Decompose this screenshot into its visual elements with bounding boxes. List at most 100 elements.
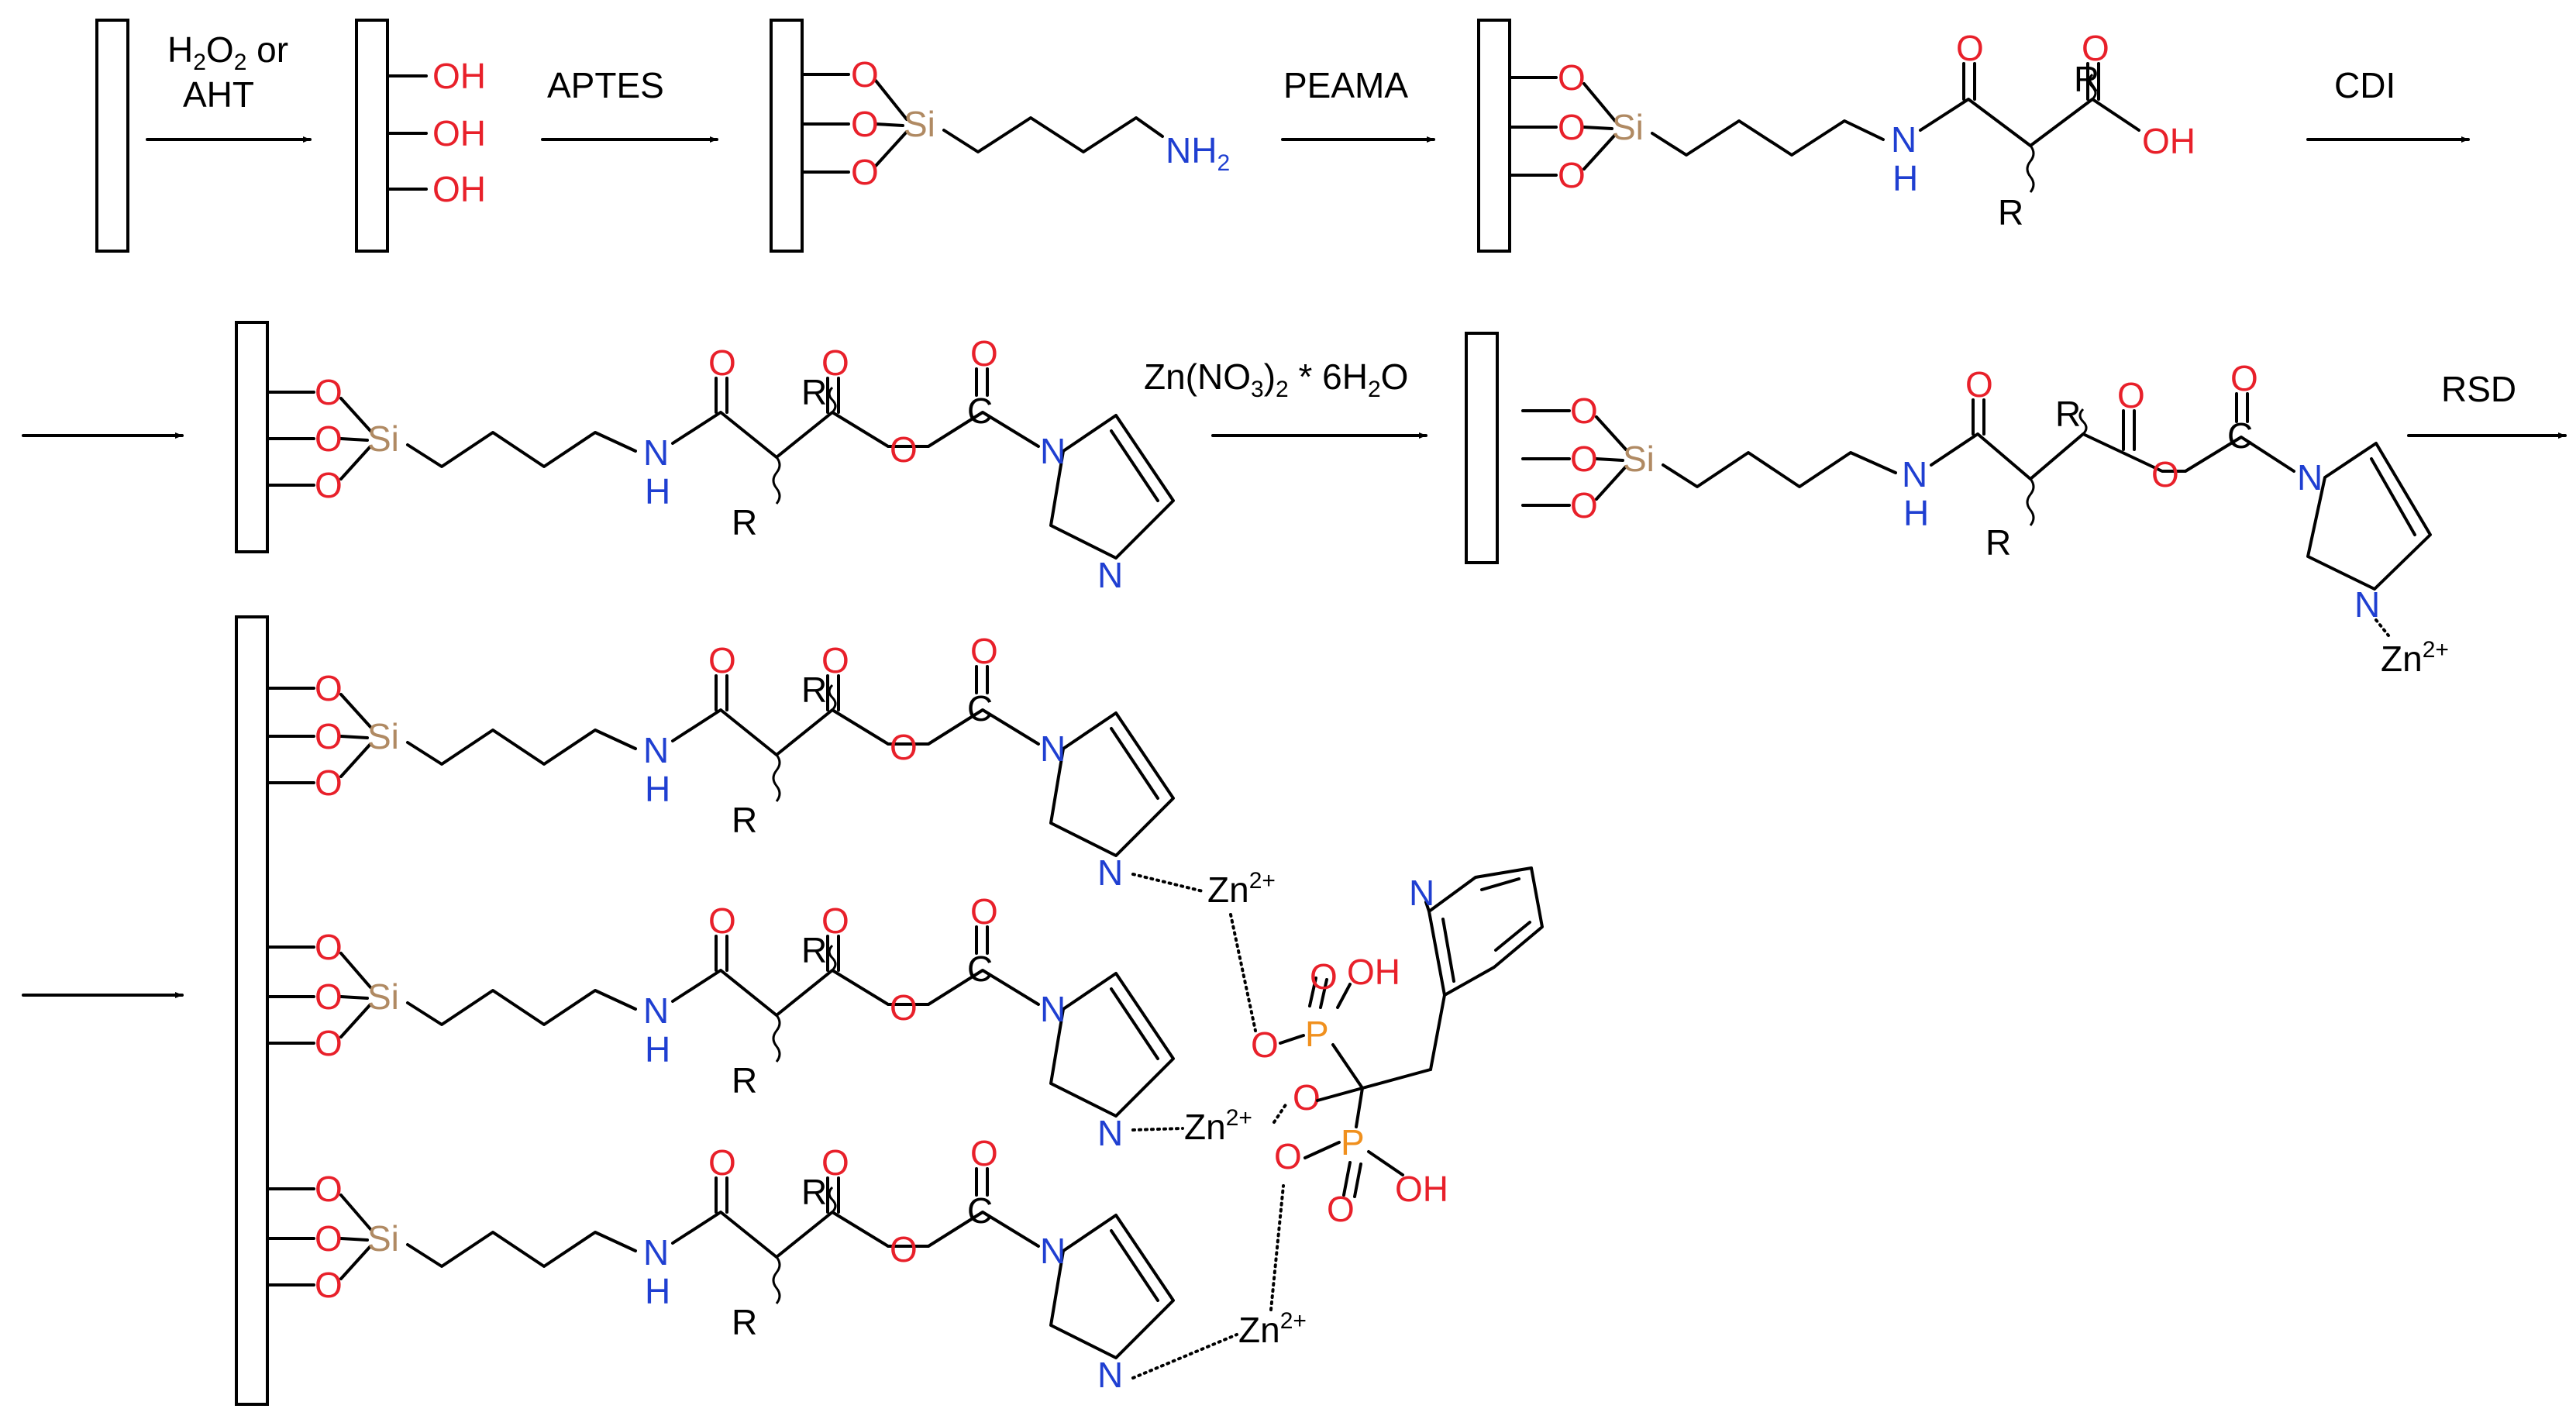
- r-group: R: [732, 800, 757, 840]
- silicon-atom: Si: [367, 716, 399, 756]
- reagent-step1-label: H2O2 or: [167, 29, 288, 75]
- ester-oxygen: O: [890, 987, 918, 1028]
- zinc-coordinated-substrate: O O O Si N H O O O C O R R N N: [1465, 332, 2449, 679]
- carbonyl-oxygen: O: [2082, 28, 2109, 68]
- reagent-step1-label-line2: AHT: [183, 74, 254, 115]
- surface-chain-1: O O O Si N H O O O C O R R N N: [266, 631, 1175, 893]
- silicon-atom: Si: [367, 976, 399, 1017]
- imidazole-nitrogen: N: [1097, 1355, 1123, 1395]
- substrate-plate-peama: [1477, 19, 1511, 253]
- carbonyl-oxygen: O: [2117, 375, 2145, 415]
- amide-hydrogen: H: [645, 769, 670, 809]
- phosphate-oh: OH: [1347, 952, 1400, 992]
- oxygen-atom: O: [851, 152, 879, 192]
- surface-chain-3: O O O Si N H O O O C O R R N N: [266, 1133, 1175, 1395]
- carboxyl-oh: OH: [2142, 121, 2195, 161]
- silicon-atom: Si: [1623, 439, 1655, 479]
- oxygen-atom: O: [315, 1218, 343, 1259]
- amide-nitrogen: N: [643, 990, 669, 1031]
- phosphate-oxygen: O: [1327, 1189, 1355, 1229]
- carbonyl-oxygen: O: [821, 640, 849, 680]
- hydroxyl-group: OH: [432, 169, 486, 209]
- silicon-atom: Si: [904, 104, 935, 144]
- peama-substrate: O O O Si N H O O OH R R: [1477, 19, 2195, 253]
- phosphorus-atom: P: [1305, 1014, 1329, 1054]
- imidazole-nitrogen: N: [1040, 431, 1066, 471]
- row-2: O O O Si N H O O O C O R R N N: [22, 321, 2567, 679]
- carbonyl-oxygen: O: [2230, 358, 2258, 398]
- oxygen-atom: O: [1558, 57, 1586, 98]
- phosphate-oxygen: O: [1251, 1025, 1279, 1065]
- phosphorus-atom: P: [1341, 1122, 1365, 1162]
- amide-hydrogen: H: [1892, 158, 1918, 198]
- oxygen-atom: O: [851, 54, 879, 95]
- carbonyl-oxygen: O: [708, 1142, 736, 1183]
- oxygen-atom: O: [1570, 439, 1598, 479]
- carbonyl-oxygen: O: [821, 1142, 849, 1183]
- hydroxyl-oxygen: O: [1293, 1077, 1321, 1118]
- hydroxylated-substrate: OH OH OH: [355, 19, 486, 253]
- imidazole-ring: N N: [1040, 414, 1175, 595]
- amide-hydrogen: H: [1903, 493, 1929, 533]
- amide-nitrogen: N: [643, 1232, 669, 1273]
- substrate-plate-bare: [95, 19, 129, 253]
- imidazole-nitrogen: N: [1040, 1231, 1066, 1271]
- amide-nitrogen: N: [1891, 119, 1917, 160]
- amide-hydrogen: H: [645, 1271, 670, 1311]
- silicon-atom: Si: [1612, 107, 1644, 147]
- imidazole-ring: N N: [1040, 1214, 1175, 1395]
- oxygen-atom: O: [1570, 391, 1598, 431]
- r-group: R: [732, 502, 757, 542]
- hydroxyl-group: OH: [432, 113, 486, 153]
- hydroxyl-group: OH: [432, 56, 486, 96]
- r-group: R: [801, 930, 827, 970]
- r-group: R: [2055, 394, 2081, 434]
- carbonyl-oxygen: O: [970, 333, 998, 374]
- silicon-atom: Si: [367, 1218, 399, 1259]
- row-1: H2O2 or AHT OH OH OH APTES O O O Si NH2: [95, 19, 2470, 253]
- carbonyl-oxygen: O: [821, 901, 849, 941]
- oxygen-atom: O: [1558, 107, 1586, 147]
- carbonyl-oxygen: O: [708, 901, 736, 941]
- phosphate-oh: OH: [1395, 1169, 1448, 1209]
- carbonyl-oxygen: O: [708, 343, 736, 383]
- amide-hydrogen: H: [645, 471, 670, 512]
- phosphate-oxygen: O: [1310, 956, 1338, 997]
- carbonyl-oxygen: O: [970, 1133, 998, 1173]
- phosphate-oxygen: O: [1274, 1136, 1302, 1176]
- r-group: R: [801, 372, 827, 412]
- carbonyl-oxygen: O: [708, 640, 736, 680]
- oxygen-atom: O: [315, 418, 343, 459]
- r-group: R: [2074, 59, 2099, 99]
- r-group: R: [1998, 192, 2023, 232]
- pyridine-nitrogen: N: [1409, 873, 1434, 913]
- zinc-ion: Zn2+: [1184, 1105, 1252, 1147]
- oxygen-atom: O: [315, 927, 343, 967]
- substrate-plate-cdi: [235, 321, 269, 553]
- amide-hydrogen: H: [645, 1029, 670, 1070]
- oxygen-atom: O: [315, 1169, 343, 1209]
- carbonyl-carbon: C: [2227, 415, 2253, 456]
- imidazole-nitrogen: N: [2354, 584, 2380, 625]
- r-group: R: [732, 1302, 757, 1342]
- oxygen-atom: O: [851, 104, 879, 144]
- silicon-atom: Si: [367, 418, 399, 459]
- surface-chain-2: O O O Si N H O O O C O R R N N: [266, 891, 1175, 1153]
- oxygen-atom: O: [315, 716, 343, 756]
- imidazole-nitrogen: N: [2297, 457, 2323, 498]
- carbonyl-oxygen: O: [1956, 28, 1984, 68]
- carbonyl-oxygen: O: [970, 891, 998, 932]
- substrate-plate-aptes: [770, 19, 804, 253]
- substrate-plate-zn: [1465, 332, 1499, 564]
- oxygen-atom: O: [315, 976, 343, 1017]
- risedronate-molecule: O P O OH O P O O OH N: [1251, 866, 1544, 1229]
- r-group: R: [1985, 522, 2011, 563]
- substrate-plate-oh: [355, 19, 389, 253]
- carbonyl-carbon: C: [967, 949, 993, 989]
- ester-oxygen: O: [2151, 454, 2179, 494]
- oxygen-atom: O: [315, 763, 343, 803]
- reagent-step5-label: Zn(NO3)2 * 6H2O: [1144, 356, 1408, 402]
- oxygen-atom: O: [315, 1265, 343, 1305]
- r-group: R: [801, 1172, 827, 1212]
- imidazole-nitrogen: N: [1097, 555, 1123, 595]
